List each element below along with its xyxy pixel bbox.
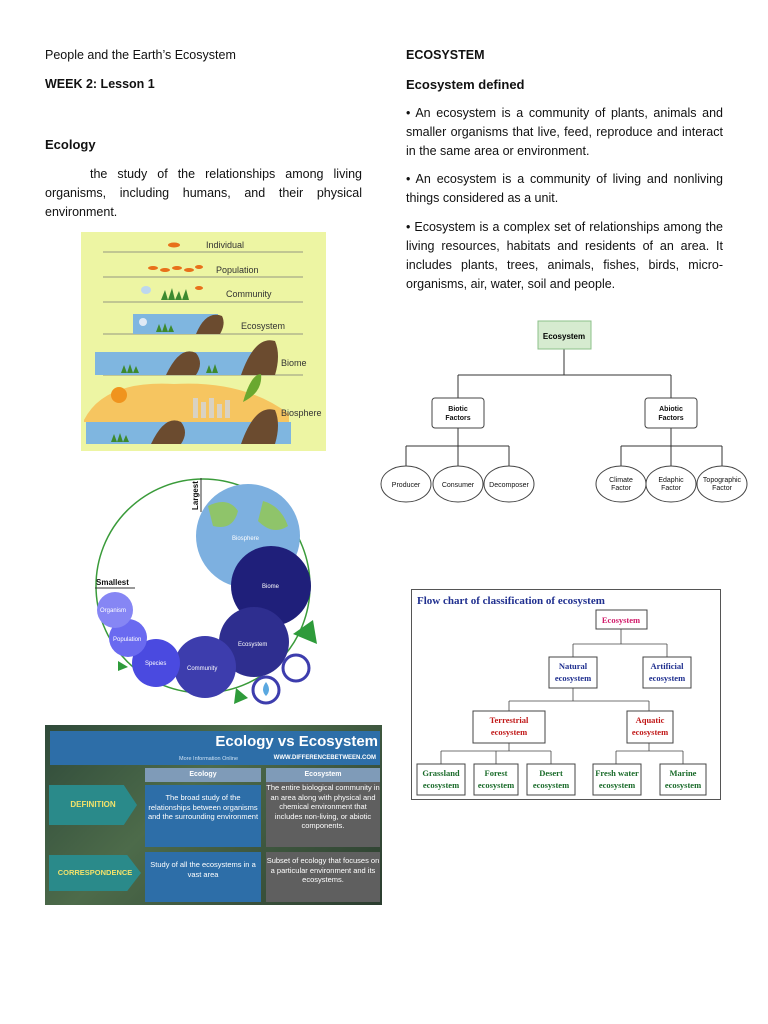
classification-root-node [595, 609, 648, 630]
level-label-biosphere: Biosphere [281, 408, 322, 418]
level-label-community: Community [226, 289, 272, 299]
more-info-label: More Information Online [179, 756, 238, 762]
marine-ecosystem-node [659, 763, 707, 796]
population-circle [109, 619, 147, 657]
row-label-correspondence: CORRESPONDENCE [49, 855, 141, 891]
levels-of-organization-figure: Individual Population Community Ecosyste… [81, 232, 326, 451]
biotic-child-label: Decomposer [489, 482, 529, 489]
definition-ecology-cell: The broad study of the relationships bet… [145, 785, 261, 847]
ecosystem-heading: ECOSYSTEM [406, 48, 485, 62]
smallest-label: Smallest [96, 578, 129, 587]
biome-circle [231, 546, 311, 626]
ecosystem-node-label: Ecosystem [543, 332, 585, 341]
fish-icon [168, 242, 180, 248]
ecosystem-circle [219, 607, 289, 677]
definition-bullet-1: • An ecosystem is a community of plants,… [406, 106, 723, 158]
document-title: People and the Earth’s Ecosystem [45, 48, 236, 62]
biome-scene-icon [95, 340, 278, 375]
species-circle [132, 639, 180, 687]
infographic-title: Ecology vs Ecosystem [215, 733, 378, 750]
arrow-icon [118, 661, 128, 671]
forest-ecosystem-node [473, 763, 519, 796]
topographic-factor-node [696, 465, 748, 503]
ecological-hierarchy-circle-figure: Smallest Largest Organism Population Spe… [95, 478, 317, 705]
row-label-definition: DEFINITION [49, 785, 137, 825]
decomposer-node [483, 465, 535, 503]
community-scene-icon [141, 286, 203, 300]
definition-bullet-3: • Ecosystem is a complex set of relation… [406, 220, 723, 291]
abiotic-factors-node [644, 397, 698, 429]
climate-factor-node [595, 465, 647, 503]
biotic-child-label: Producer [392, 482, 421, 489]
largest-label: Largest [191, 481, 200, 510]
lesson-label: WEEK 2: Lesson 1 [45, 77, 155, 91]
definition-bullet-2: • An ecosystem is a community of living … [406, 172, 723, 205]
flow-chart-title: Flow chart of classification of ecosyste… [417, 595, 605, 607]
community-circle [174, 636, 236, 698]
biotic-child-label: Consumer [442, 482, 475, 489]
terrestrial-ecosystem-node [472, 710, 546, 744]
biosphere-scene-icon [84, 374, 291, 444]
fish-group-icon [148, 265, 203, 272]
aquatic-ecosystem-node [626, 710, 674, 744]
arrow-icon [293, 620, 317, 644]
community-label: Community [187, 666, 217, 672]
edaphic-factor-node [645, 465, 697, 503]
level-label-biome: Biome [281, 358, 307, 368]
consumer-node [432, 465, 484, 503]
water-icon [281, 653, 311, 683]
definition-ecosystem-cell: The entire biological community in an ar… [266, 782, 380, 847]
ecology-heading: Ecology [45, 137, 96, 152]
classification-flow-chart: Flow chart of classification of ecosyste… [411, 589, 721, 800]
arrow-icon [234, 688, 248, 704]
organism-label: Organism [100, 608, 126, 614]
natural-ecosystem-node [548, 656, 598, 689]
biome-label: Biome [262, 584, 280, 590]
species-label: Species [145, 661, 166, 667]
ecosystem-scene-icon [133, 314, 224, 334]
organism-circle [97, 592, 133, 628]
level-label-individual: Individual [206, 240, 244, 250]
producer-node [380, 465, 432, 503]
ecology-vs-ecosystem-infographic: Ecology vs Ecosystem More Information On… [45, 725, 382, 905]
correspondence-ecosystem-cell: Subset of ecology that focuses on a part… [266, 852, 380, 902]
biosphere-label: Biosphere [232, 536, 260, 542]
population-label: Population [113, 637, 141, 643]
artificial-ecosystem-node [642, 656, 692, 689]
desert-ecosystem-node [526, 763, 576, 796]
level-label-population: Population [216, 265, 259, 275]
fresh-water-ecosystem-node [592, 763, 642, 796]
source-url: WWW.DIFFERENCEBETWEEN.COM [273, 755, 376, 761]
ecosystem-label: Ecosystem [238, 642, 267, 648]
ecosystem-node [537, 320, 592, 350]
ecosystem-defined-subheading: Ecosystem defined [406, 77, 525, 92]
level-label-ecosystem: Ecosystem [241, 321, 285, 331]
correspondence-ecology-cell: Study of all the ecosystems in a vast ar… [145, 852, 261, 902]
classification-root-label: Ecosystem [602, 615, 640, 625]
ecology-definition: the study of the relationships among liv… [45, 167, 362, 219]
infographic-title-bar [50, 731, 380, 765]
column-header-ecosystem: Ecosystem [266, 768, 380, 782]
column-header-ecology: Ecology [145, 768, 261, 782]
biotic-factors-node [431, 397, 485, 429]
grassland-ecosystem-node [416, 763, 466, 796]
